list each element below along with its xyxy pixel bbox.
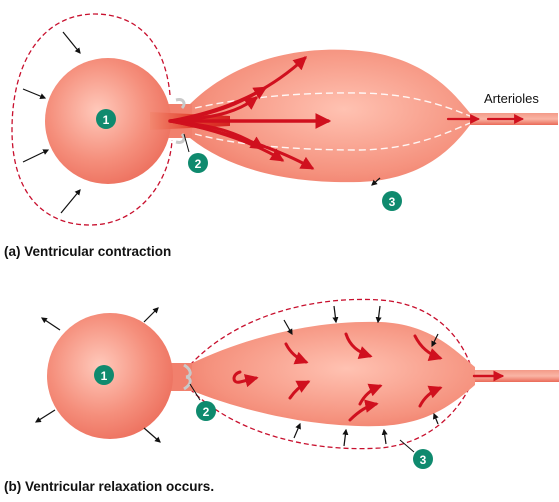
- aorta-expanded-outline: [189, 298, 473, 450]
- label-1-ventricle: 1: [96, 109, 116, 129]
- black-arrow: [22, 149, 50, 163]
- label-1-ventricle: 1: [94, 365, 114, 385]
- label-2-valve: 2: [189, 383, 216, 421]
- label-2-valve: 2: [183, 133, 208, 173]
- svg-text:2: 2: [203, 405, 210, 419]
- arterioles-label: Arterioles: [484, 91, 539, 106]
- black-arrow: [34, 409, 56, 423]
- flow-arrow: [413, 334, 443, 361]
- aorta-chamber: [190, 49, 470, 183]
- black-arrow: [381, 428, 388, 445]
- flow-arrow: [232, 370, 259, 388]
- arteriole-tube: [470, 370, 559, 382]
- svg-text:1: 1: [103, 113, 110, 127]
- aortic-valve-closed: [183, 363, 192, 391]
- black-arrow: [41, 317, 61, 331]
- black-arrow: [283, 319, 293, 336]
- svg-text:3: 3: [389, 195, 396, 209]
- black-arrow: [371, 177, 381, 186]
- aorta-resting-outline: [194, 92, 471, 151]
- label-3-aorta: 3: [382, 191, 402, 211]
- aortic-valve-open: [175, 98, 186, 144]
- flow-arrow: [284, 342, 309, 365]
- black-arrow: [60, 189, 81, 214]
- flow-arrow: [418, 385, 443, 408]
- black-arrow: [432, 412, 439, 425]
- flow-arrow: [288, 380, 311, 400]
- aorta-chamber: [190, 321, 475, 427]
- compression-arrows: [22, 31, 381, 214]
- caption-ventricular-contraction: (a) Ventricular contraction: [4, 244, 172, 259]
- black-arrow: [293, 422, 301, 439]
- flow-arrow: [344, 332, 373, 359]
- black-arrow: [62, 31, 81, 54]
- black-arrow: [143, 307, 159, 323]
- black-arrow: [332, 305, 339, 324]
- expansion-arrows: [34, 307, 161, 443]
- flow-arrows-b: [232, 332, 505, 422]
- black-arrow: [342, 428, 349, 447]
- svg-text:3: 3: [420, 453, 427, 467]
- black-arrow: [143, 427, 161, 443]
- panel-a-contraction: Arterioles 1 2 3: [11, 13, 558, 226]
- label-3-aorta: 3: [399, 439, 433, 469]
- black-arrow: [431, 333, 439, 348]
- flow-arrows-a: [168, 56, 524, 170]
- flow-arrow: [358, 383, 383, 406]
- svg-text:1: 1: [101, 369, 108, 383]
- recoil-arrows: [283, 305, 439, 447]
- caption-ventricular-relaxation: (b) Ventricular relaxation occurs.: [4, 479, 215, 494]
- panel-b-relaxation: 1 2 3: [34, 298, 559, 469]
- svg-text:2: 2: [195, 157, 202, 171]
- flow-arrow: [348, 399, 379, 422]
- black-arrow: [375, 305, 382, 324]
- black-arrow: [22, 88, 47, 99]
- ventricle-expanded-outline: [11, 13, 173, 226]
- flow-arrow: [168, 119, 315, 170]
